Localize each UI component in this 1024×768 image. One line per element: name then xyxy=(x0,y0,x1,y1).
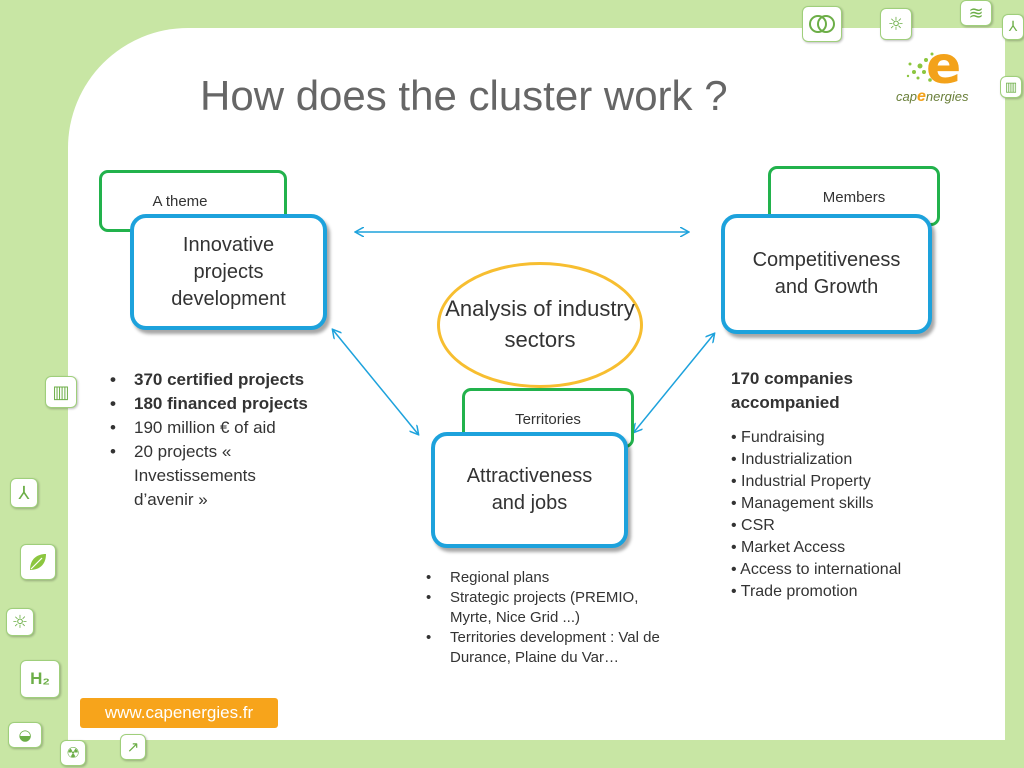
leaf-icon xyxy=(20,544,56,580)
box-innovative-projects: Innovative projects development xyxy=(130,214,327,330)
list-item: 20 projects « Investissements d’avenir » xyxy=(104,440,304,512)
sun-icon: ☼ xyxy=(880,8,912,40)
list-item: • CSR xyxy=(731,517,775,534)
box-attractiveness: Attractiveness and jobs xyxy=(431,432,628,548)
services-list: • Fundraising • Industrialization • Indu… xyxy=(731,427,901,603)
box-competitiveness: Competitiveness and Growth xyxy=(721,214,932,334)
list-item: 180 financed projects xyxy=(104,392,308,416)
list-item: • Trade promotion xyxy=(731,583,858,600)
list-item: • Fundraising xyxy=(731,429,825,446)
sun-icon: ☼ xyxy=(6,608,34,636)
territories-list: Regional plans Strategic projects (PREMI… xyxy=(420,568,680,668)
wind-turbine-icon: ⅄ xyxy=(10,478,38,508)
list-item: • Industrial Property xyxy=(731,473,871,490)
list-item: • Market Access xyxy=(731,539,846,556)
projects-list: 370 certified projects 180 financed proj… xyxy=(104,368,308,512)
list-item: 370 certified projects xyxy=(104,368,308,392)
list-item: 190 million € of aid xyxy=(104,416,308,440)
tag-a-theme-label: A theme xyxy=(152,193,208,210)
logo-mark: e xyxy=(926,36,962,96)
car-icon: ◒ xyxy=(8,722,42,748)
tag-territories-label: Territories xyxy=(515,411,581,428)
ellipse-industry-analysis-label: Analysis of industry sectors xyxy=(445,296,635,352)
nuclear-icon: ☢ xyxy=(60,740,86,766)
wind-turbine-icon: ⅄ xyxy=(1002,14,1024,40)
capenergies-logo: e capenergies xyxy=(894,36,994,112)
companies-block: 170 companies accompanied • Fundraising … xyxy=(731,367,901,603)
list-item: • Management skills xyxy=(731,495,874,512)
box-innovative-projects-label: Innovative projects development xyxy=(171,233,286,310)
list-item: • Access to international xyxy=(731,561,902,578)
box-attractiveness-label: Attractiveness and jobs xyxy=(466,465,593,514)
rings-icon xyxy=(802,6,842,42)
companies-heading: 170 companies accompanied xyxy=(731,369,853,412)
list-item: • Industrialization xyxy=(731,451,853,468)
ellipse-industry-analysis: Analysis of industry sectors xyxy=(437,262,643,388)
list-item: Territories development : Val de Durance… xyxy=(420,628,680,668)
building-icon: ▥ xyxy=(1000,76,1022,98)
tag-members-label: Members xyxy=(822,189,886,206)
building-icon: ▥ xyxy=(45,376,77,408)
list-item: Strategic projects (PREMIO, Myrte, Nice … xyxy=(420,588,680,628)
page-title: How does the cluster work ? xyxy=(200,72,728,119)
website-link[interactable]: www.capenergies.fr xyxy=(80,698,278,728)
waves-icon: ≋ xyxy=(960,0,992,26)
arrow-icon: ↗ xyxy=(120,734,146,760)
hydrogen-icon: H₂ xyxy=(20,660,60,698)
box-competitiveness-label: Competitiveness and Growth xyxy=(752,249,901,298)
logo-wordmark: capenergies xyxy=(896,88,969,105)
hydrogen-label: H₂ xyxy=(30,669,50,688)
list-item: Regional plans xyxy=(420,568,680,588)
